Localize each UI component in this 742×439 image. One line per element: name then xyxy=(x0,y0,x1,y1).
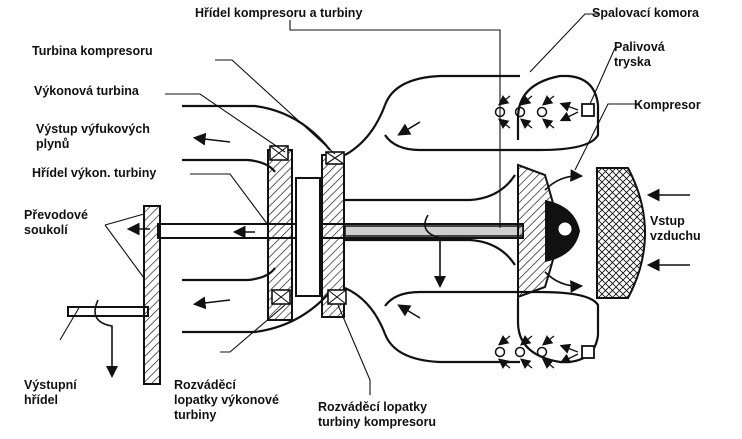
label-air-inlet: Vstup vzduchu xyxy=(650,214,701,243)
gear-train xyxy=(143,205,161,385)
label-compressor-turbine-nozzle-blades: Rozváděcí lopatky turbiny kompresoru xyxy=(318,400,437,429)
shaft-rotation-arrow xyxy=(424,214,441,278)
fuel-nozzle-bottom xyxy=(581,345,595,359)
label-power-turbine: Výkonová turbina xyxy=(34,84,139,98)
label-output-shaft: Výstupní hřídel xyxy=(24,378,77,407)
air-inlet-screen xyxy=(596,167,647,299)
output-shaft xyxy=(67,306,149,317)
label-combustion-chamber: Spalovací komora xyxy=(592,6,699,20)
fuel-nozzle-top xyxy=(581,103,595,117)
label-power-turbine-shaft: Hřídel výkon. turbiny xyxy=(32,166,157,180)
exhaust-duct-upper xyxy=(182,104,331,151)
label-compressor-turbine: Turbina kompresoru xyxy=(32,44,153,58)
combustion-chamber-lower xyxy=(384,290,600,364)
label-exhaust-outlet: Výstup výfukových plynů xyxy=(36,122,150,151)
label-fuel-nozzle: Palivová tryska xyxy=(614,40,665,69)
exhaust-duct-lower xyxy=(182,291,331,334)
label-gear-train: Převodové soukolí xyxy=(24,208,88,237)
output-rotation-arrow xyxy=(94,299,113,368)
label-power-turbine-nozzle-blades: Rozváděcí lopatky výkonové turbiny xyxy=(174,378,279,422)
label-compressor: Kompresor xyxy=(634,98,701,112)
compressor-turbine-shaft xyxy=(344,225,524,237)
combustion-chamber-upper xyxy=(384,74,600,152)
label-compressor-turbine-shaft: Hřídel kompresoru a turbiny xyxy=(195,6,363,20)
